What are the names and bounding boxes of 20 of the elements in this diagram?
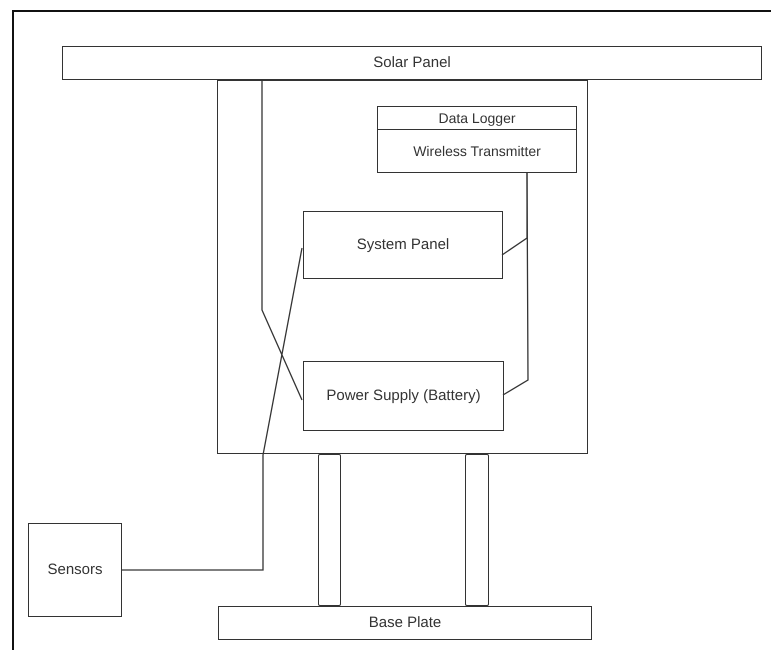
node-label: Solar Panel xyxy=(373,54,451,72)
system-panel-box xyxy=(303,211,503,279)
enclosure-box xyxy=(217,80,588,454)
support-post xyxy=(318,454,341,606)
data-logger-box xyxy=(377,106,577,130)
wire xyxy=(502,172,529,396)
support-post xyxy=(465,454,489,606)
power-supply-box xyxy=(303,361,504,431)
node-label: Wireless Transmitter xyxy=(413,142,541,160)
wire xyxy=(122,248,303,571)
sensors-box xyxy=(28,523,122,617)
node-label: Data Logger xyxy=(438,110,516,126)
base-plate-bar xyxy=(218,606,592,640)
node-label: System Panel xyxy=(356,236,450,254)
solar-panel-bar xyxy=(62,46,762,80)
node-label: Sensors xyxy=(47,561,103,579)
node-label: Base Plate xyxy=(368,614,442,632)
node-label: Power Supply (Battery) xyxy=(326,387,481,405)
wire xyxy=(261,80,303,400)
transmitter-box xyxy=(377,129,577,173)
